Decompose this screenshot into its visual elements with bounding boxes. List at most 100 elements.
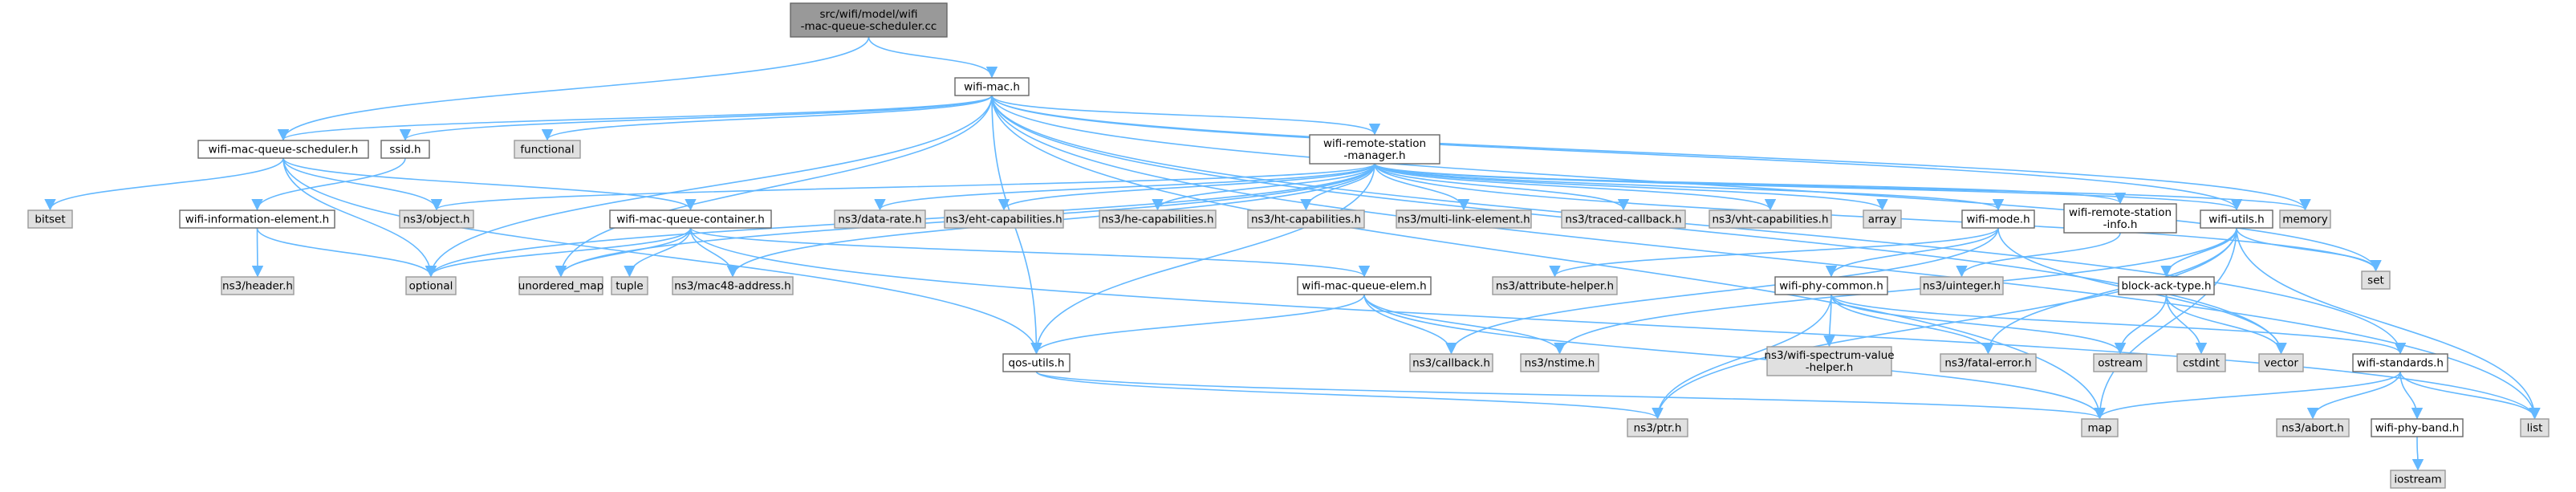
edge-wifi-mac-queue-elem-h-to-ns3-nstime-h [1363,294,1566,355]
node-box [1709,209,1832,229]
node-box [2258,353,2304,372]
node-box [2063,203,2177,234]
edge-wifi-mac-queue-container-h-to-optional [425,227,692,278]
node-box [2276,418,2350,437]
node-label: ns3/ptr.h [1634,422,1682,435]
edge-wifi-information-element-h-to-optional [256,227,437,278]
edge-wifi-standards-h-to-ns3-abort-h [2306,371,2401,420]
node-box [399,209,474,229]
node-label: -helper.h [1806,361,1854,374]
node-label: wifi-mac-queue-container.h [616,213,765,226]
edge-wifi-mac-queue-container-h-to-ns3-mac48-address-h [689,227,739,278]
edge-wifi-phy-common-h-to-ns3-fatal-error-h [1830,294,1994,355]
node-ns3-fatal-error-h: ns3/fatal-error.h [1940,353,2037,372]
node-ssid-h[interactable]: ssid.h [380,140,430,159]
node-ns3-uinteger-h: ns3/uinteger.h [1920,276,2004,295]
edge-wifi-mac-queue-container-h-to-wifi-mac-queue-elem-h [689,227,1370,278]
node-label: ostream [2098,357,2143,370]
edge-wifi-mac-h-to-ssid-h [400,95,993,141]
node-box [27,209,73,229]
node-label: -mac-queue-scheduler.cc [801,20,937,33]
node-wifi-standards-h[interactable]: wifi-standards.h [2352,353,2448,372]
node-box [2200,209,2273,229]
node-box [1409,353,1493,372]
node-box [1099,209,1217,229]
node-label: ns3/vht-capabilities.h [1712,213,1828,226]
node-wifi-mode-h[interactable]: wifi-mode.h [1961,209,2035,229]
node-ns3-ht-capabilities-h: ns3/ht-capabilities.h [1247,209,1365,229]
node-wifi-mac-queue-elem-h[interactable]: wifi-mac-queue-elem.h [1297,276,1432,295]
node-box [1627,418,1688,437]
nodes-layer: src/wifi/model/wifi-mac-queue-scheduler.… [27,2,2550,489]
edge-wifi-phy-common-h-to-wifi-standards-h [1830,294,2406,355]
edge-wifi-mac-h-to-wifi-standards-h [991,95,2407,355]
node-box [2279,209,2331,229]
node-label: map [2088,422,2112,435]
node-label: wifi-mac-queue-elem.h [1302,280,1426,293]
node-label: -info.h [2103,218,2138,231]
node-label: wifi-mac.h [964,81,1020,94]
node-ns3-traced-callback-h: ns3/traced-callback.h [1561,209,1686,229]
edge-wifi-remote-station-manager-h-to-ns3-he-capabilities-h [1152,163,1375,211]
node-box [834,209,926,229]
edge-wifi-mac-queue-scheduler-h-to-bitset [44,157,284,211]
node-wifi-phy-common-h[interactable]: wifi-phy-common.h [1774,276,1888,295]
node-label: optional [409,280,453,293]
node-label: ns3/nstime.h [1525,357,1595,370]
node-box [1774,276,1888,295]
node-label: cstdint [2183,357,2220,370]
node-wifi-mac-h[interactable]: wifi-mac.h [954,77,1030,96]
edge-wifi-remote-station-manager-h-to-wifi-mode-h [1374,163,2004,211]
node-label: ns3/multi-link-element.h [1397,213,1530,226]
edge-block-ack-type-h-to-ostream [2114,294,2168,355]
node-wifi-utils-h[interactable]: wifi-utils.h [2200,209,2273,229]
node-cstdint: cstdint [2176,353,2226,372]
node-label: set [2367,274,2384,287]
node-label: wifi-standards.h [2357,357,2444,370]
edge-wifi-mac-queue-scheduler-h-to-ns3-object-h [282,157,443,211]
node-wifi-remote-station-manager-h[interactable]: wifi-remote-station-manager.h [1309,134,1440,165]
node-label: vector [2264,357,2298,370]
node-wifi-phy-band-h[interactable]: wifi-phy-band.h [2371,418,2464,437]
node-qos-utils-h[interactable]: qos-utils.h [1002,353,1071,372]
node-label: ssid.h [389,144,421,157]
node-box [2093,353,2147,372]
node-label: ns3/wifi-spectrum-value [1764,349,1894,362]
edge-wifi-standards-h-to-list [2399,371,2541,420]
edge-qos-utils-h-to-map [1035,371,2106,420]
node-label: wifi-mac-queue-scheduler.h [209,144,359,157]
node-ostream: ostream [2093,353,2147,372]
node-box [2081,418,2119,437]
node-wifi-mac-queue-scheduler-h[interactable]: wifi-mac-queue-scheduler.h [197,140,369,159]
node-box [1561,209,1686,229]
node-label: ns3/mac48-address.h [674,280,791,293]
node-set: set [2361,270,2391,290]
node-map: map [2081,418,2119,437]
node-label: wifi-utils.h [2208,213,2264,226]
node-box [2118,276,2215,295]
node-box [1961,209,2035,229]
node-wifi-remote-station-info-h[interactable]: wifi-remote-station-info.h [2063,203,2177,234]
edge-wifi-utils-h-to-map [2094,227,2237,420]
node-block-ack-type-h[interactable]: block-ack-type.h [2118,276,2215,295]
node-box [1766,346,1892,376]
node-box [2520,418,2550,437]
node-label: wifi-phy-band.h [2375,422,2460,435]
node-box [1247,209,1365,229]
edge-wifi-mac-queue-elem-h-to-ns3-callback-h [1363,294,1457,355]
edge-wifi-mode-h-to-ns3-attribute-helper-h [1549,227,1999,278]
node-label: wifi-remote-station [1323,137,1426,150]
edge-wifi-remote-station-manager-h-to-ns3-eht-capabilities-h [998,163,1375,211]
edge-wifi-remote-station-manager-h-to-ns3-multi-link-element-h [1374,163,1470,211]
node-memory: memory [2279,209,2331,229]
node-wifi-mac-queue-container-h[interactable]: wifi-mac-queue-container.h [609,209,772,229]
node-ns3-abort-h: ns3/abort.h [2276,418,2350,437]
node-wifi-information-element-h[interactable]: wifi-information-element.h [179,209,335,229]
node-label: ns3/traced-callback.h [1565,213,1681,226]
node-box [2352,353,2448,372]
edge-block-ack-type-h-to-cstdint [2165,294,2208,355]
node-root[interactable]: src/wifi/model/wifi-mac-queue-scheduler.… [790,2,948,38]
node-box [944,209,1064,229]
node-label: ns3/eht-capabilities.h [945,213,1062,226]
node-label: ns3/he-capabilities.h [1101,213,1213,226]
